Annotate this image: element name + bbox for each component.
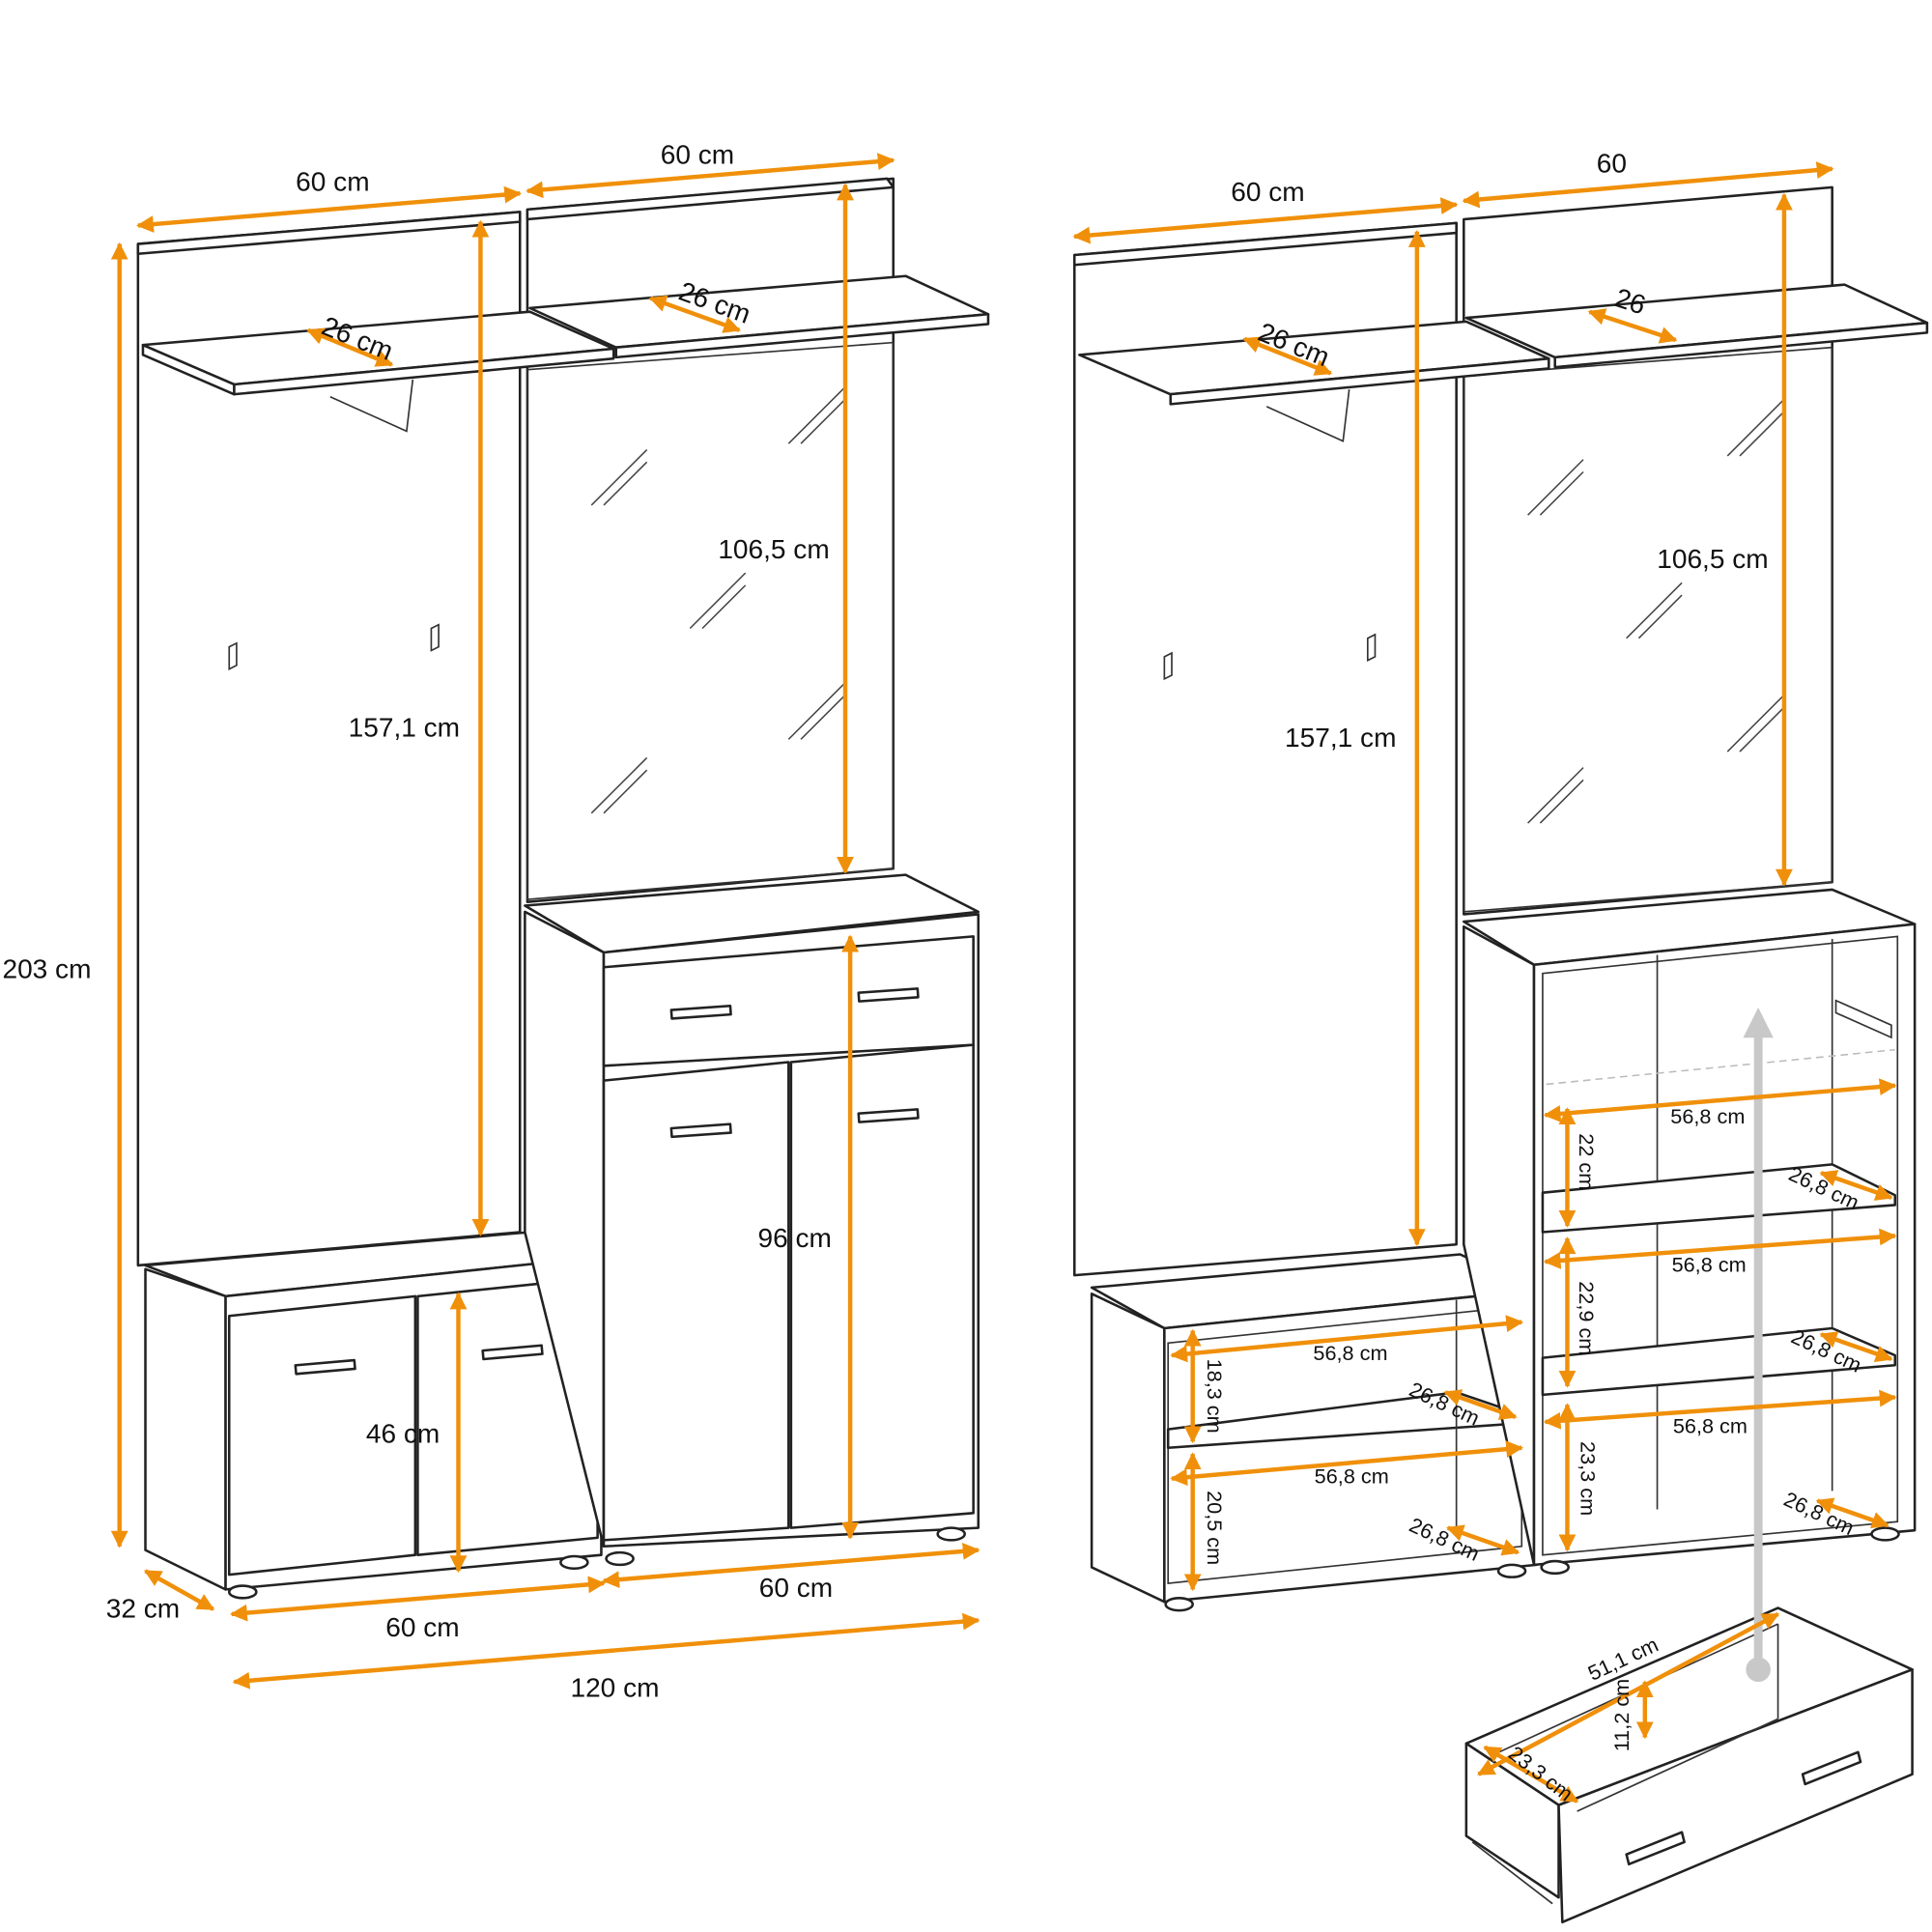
drawer-slot-line [1546,1048,1895,1086]
coat-hook-icon [1366,633,1377,663]
dim-line [1462,161,1834,209]
right-view-furniture [1072,185,1929,1924]
dim-label: 23,3 cm [1576,1441,1600,1516]
dim-label: 96 cm [758,1223,832,1253]
dim-label: 56,8 cm [1313,1341,1387,1365]
dim-line [1819,1170,1893,1201]
foot [1496,1563,1527,1578]
dim-label: 157,1 cm [1285,723,1396,753]
dim-line [1242,336,1333,376]
coat-hook-icon [228,641,238,670]
guide-origin-dot [1746,1657,1771,1683]
dim-line [232,1612,980,1690]
dim-line [143,1569,215,1611]
dim-label: 157,1 cm [349,713,460,743]
dim-label: 60 cm [385,1612,459,1642]
dim-label: 22,9 cm [1575,1281,1599,1355]
dim-label: 11,2 cm [1609,1679,1634,1751]
dim-line [1443,1389,1518,1420]
foot [227,1584,258,1600]
dim-line [1543,1389,1897,1430]
shelf-edge [614,312,990,359]
dim-line [136,185,523,233]
dim-line [306,327,394,367]
cabinet-shelf [1541,1326,1897,1397]
mirror-reflection-marks [590,387,845,814]
bench-side [144,1267,227,1591]
drawer-front [1557,1668,1914,1924]
dim-line [602,1543,980,1589]
dim-label: 32 cm [106,1594,180,1624]
door-handle-icon [669,1122,732,1139]
coat-hook-icon [430,623,440,652]
bench-side [1090,1293,1166,1604]
shelf-edge [1553,321,1929,369]
dim-line [1072,197,1459,244]
dim-line [1543,1228,1897,1269]
dim-line [1815,1497,1889,1529]
door-handle-icon [294,1358,356,1376]
left-view-dimensions: 60 cm 60 cm 203 cm 26 cm 26 cm 157,1 cm … [2,140,980,1702]
dim-label: 106,5 cm [1657,544,1768,574]
dim-label: 20,5 cm [1203,1491,1227,1565]
left-view-furniture [136,177,990,1600]
foot [1164,1597,1194,1612]
hanger-rail [329,379,414,433]
mirror-glass [526,341,895,901]
door-handle-icon [857,1108,920,1123]
drawer-handle-icon [1801,1750,1862,1786]
shelf-edge [141,343,236,396]
drawer-runner-icon [1834,999,1892,1039]
coat-hook-icon [1163,651,1173,681]
mirror-glass [1463,346,1833,913]
dim-label: 56,8 cm [1315,1464,1389,1489]
foot [1870,1526,1900,1542]
drawer-handle-icon [669,1004,732,1020]
dim-label: 60 cm [759,1573,833,1603]
dim-line [1483,1745,1579,1804]
bench-door-left [227,1294,417,1577]
dim-line [1170,1315,1524,1363]
dim-line [526,153,895,199]
dim-label: 22 cm [1575,1133,1599,1190]
cabinet-door-left [602,1061,790,1542]
cabinet-top [524,873,980,954]
door-handle-icon [481,1344,544,1361]
dim-line [1819,1331,1893,1362]
mirror-reflection-marks [1527,399,1784,824]
foot [605,1550,635,1567]
dim-label: 18,3 cm [1203,1359,1227,1434]
dim-label: 56,8 cm [1673,1413,1747,1437]
foot [559,1554,589,1570]
dim-line [1587,308,1678,344]
dim-line [1446,1524,1520,1556]
dim-label: 60 cm [1231,177,1304,207]
dim-line [648,295,741,333]
cabinet-shelf [1541,1163,1897,1234]
foot [1540,1559,1570,1576]
dim-label: 203 cm [2,954,91,984]
dim-line [230,1576,606,1622]
hanger-rail [1265,388,1350,442]
cabinet-door-right [789,1043,975,1529]
dim-label: 56,8 cm [1670,1104,1745,1128]
dim-label: 56,8 cm [1672,1252,1747,1276]
dim-label: 120 cm [570,1672,659,1702]
dim-line [1543,1078,1897,1122]
dim-line [1170,1440,1524,1487]
dim-label: 60 [1597,149,1627,179]
dim-label: 60 cm [661,140,734,170]
dim-label: 60 cm [296,167,369,197]
drawer-handle-icon [1625,1831,1686,1866]
drawer-runner [1471,1841,1553,1905]
foot [936,1526,966,1542]
dim-label: 106,5 cm [718,534,829,564]
drawer-handle-icon [857,987,920,1003]
dim-label: 46 cm [366,1419,440,1449]
